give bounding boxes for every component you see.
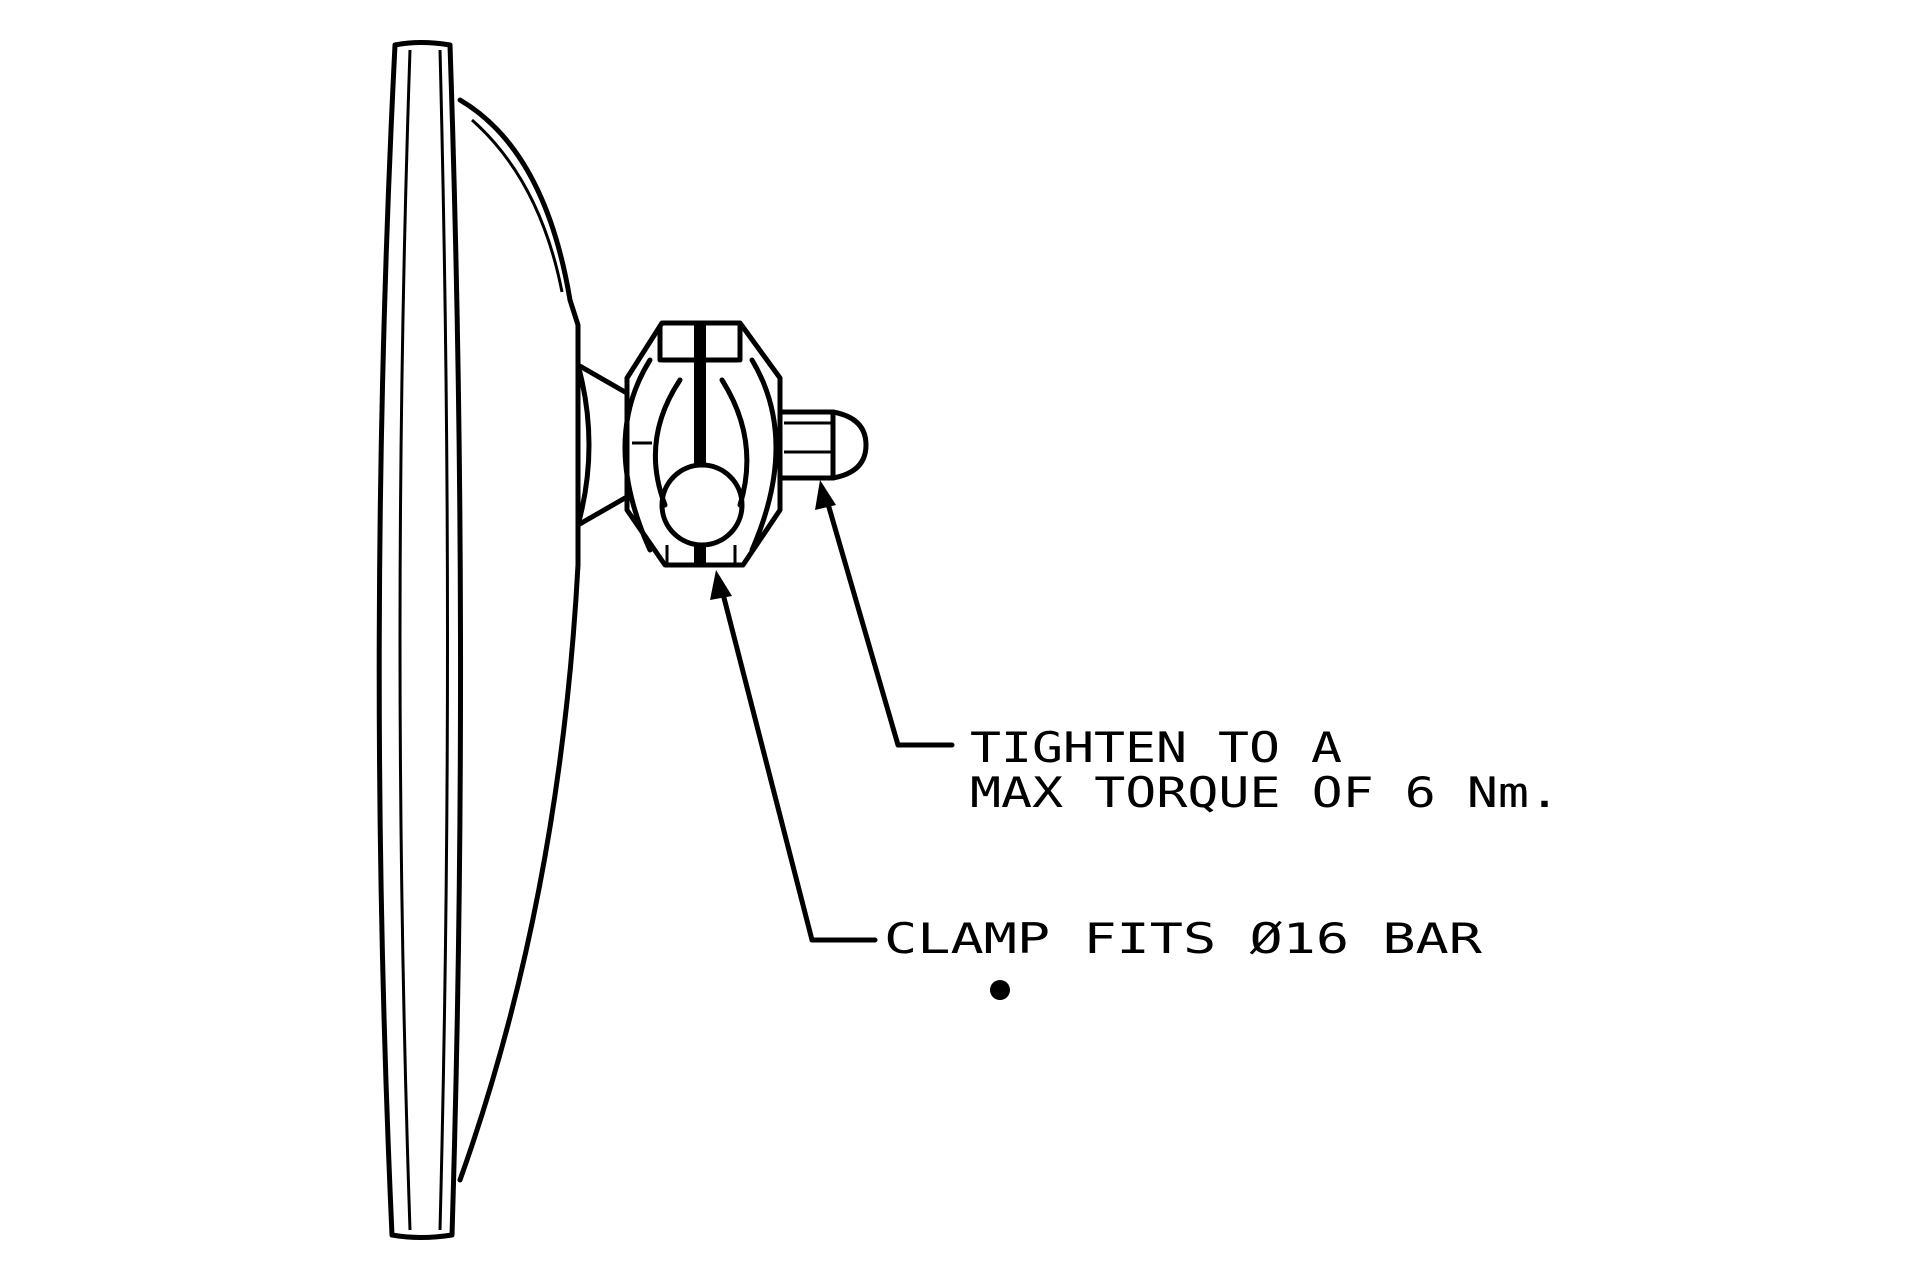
clamp-leader-arrow <box>710 570 878 943</box>
clamp-body <box>622 320 783 568</box>
mirror-back-shell <box>457 97 628 1183</box>
clamp-note: CLAMP FITS Ø16 BAR <box>884 914 1483 963</box>
torque-note-line2: MAX TORQUE OF 6 Nm. <box>970 768 1560 817</box>
tightening-knob <box>779 409 869 481</box>
mirror-rim <box>376 40 464 1240</box>
marker-dot <box>990 980 1010 1000</box>
torque-note-line1: TIGHTEN TO A <box>970 723 1342 772</box>
torque-leader-arrow <box>815 480 955 748</box>
